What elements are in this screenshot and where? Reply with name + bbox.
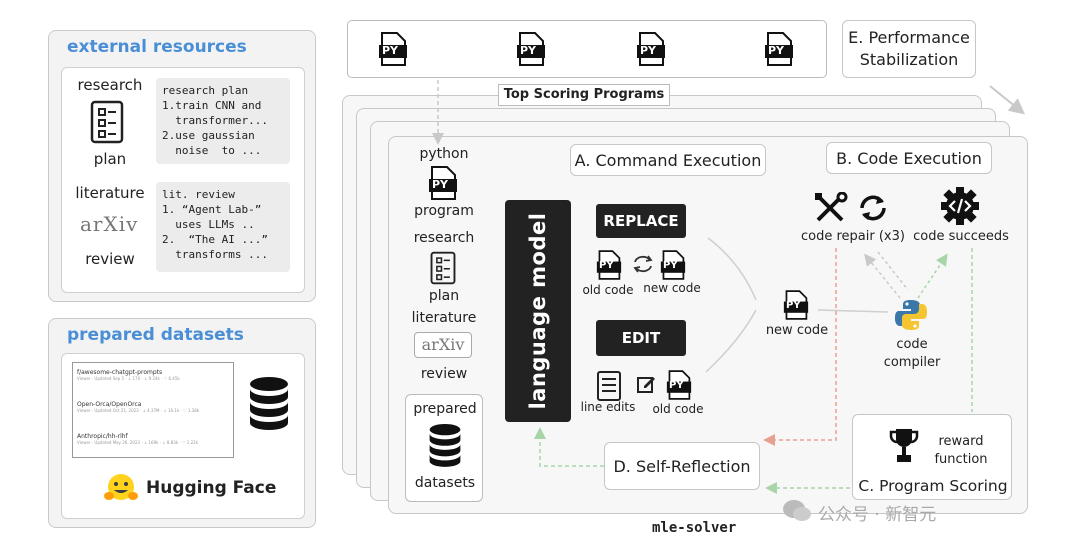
dataset-row[interactable]: Anthropic/hh-rlhf Viewer · Updated May 2…	[77, 433, 231, 445]
swap-arrows-icon	[633, 255, 653, 273]
old-code-label: old code	[652, 402, 704, 416]
dataset-row[interactable]: Open-Orca/OpenOrca Viewer · Updated Oct …	[77, 401, 231, 413]
hugging-face-logo-icon	[104, 474, 138, 500]
py-file-icon: PY	[516, 32, 546, 66]
code-succeeds-label: code succeeds	[913, 229, 1009, 244]
py-file-icon: PY	[764, 32, 794, 66]
research-label: research	[77, 76, 143, 94]
top-scoring-programs-box	[347, 20, 827, 78]
code-repair-label: code repair (x3)	[801, 229, 905, 244]
pencil-edit-icon	[637, 377, 655, 393]
old-code-file-icon: PY	[666, 370, 692, 400]
program-scoring-title: C. Program Scoring	[858, 477, 1008, 495]
prepared-datasets-title: prepared datasets	[67, 325, 244, 345]
old-code-file-icon: PY	[596, 250, 622, 280]
lit-review-code: lit. review 1. “Agent Lab-” uses LLMs ..…	[156, 182, 290, 272]
trophy-icon	[889, 429, 919, 462]
new-code-file-icon: PY	[660, 250, 686, 280]
command-execution-title-box: A. Command Execution	[570, 144, 766, 176]
input-review-label: review	[420, 366, 468, 382]
arxiv-logo: arXiv	[414, 332, 472, 358]
wechat-icon	[783, 500, 811, 521]
dataset-row-name: f/awesome-chatgpt-prompts	[77, 369, 163, 376]
external-resources-title: external resources	[67, 37, 247, 57]
line-edits-icon	[597, 371, 621, 401]
research-plan-icon	[430, 251, 456, 285]
prepared-datasets-input: prepared datasets	[405, 394, 483, 502]
dataset-row[interactable]: f/awesome-chatgpt-prompts Viewer · Updat…	[77, 369, 231, 381]
prepared-datasets-panel: prepared datasets f/awesome-chatgpt-prom…	[48, 318, 316, 528]
program-scoring-box: reward function C. Program Scoring	[852, 414, 1012, 500]
code-gear-icon	[941, 187, 979, 225]
language-model-block: language model	[505, 200, 571, 422]
database-icon	[250, 377, 288, 430]
command-execution-title: A. Command Execution	[574, 150, 762, 170]
external-resources-panel: external resources research plan researc…	[48, 30, 316, 302]
code-compiler-label: code compiler	[883, 337, 941, 370]
hugging-face-brand: Hugging Face	[146, 478, 277, 498]
py-file-icon: PY	[636, 32, 666, 66]
database-icon	[429, 423, 461, 467]
input-prepared-label: prepared	[413, 401, 477, 417]
review-label: review	[85, 250, 135, 268]
replace-command: REPLACE	[596, 204, 686, 238]
dataset-row-meta: Viewer · Updated Sep 5 · ↓ 170 · ↓ 9.24k…	[77, 376, 180, 381]
plan-label: plan	[93, 150, 127, 168]
arxiv-logo-text: arXiv	[80, 212, 139, 236]
dataset-row-meta: Viewer · Updated May 26, 2023 · ↓ 169k ·…	[77, 440, 199, 445]
new-code-label: new code	[643, 281, 701, 295]
self-reflection-label: D. Self-Reflection	[613, 456, 751, 476]
mle-solver-label: mle-solver	[652, 520, 737, 536]
external-resources-card: research plan research plan 1.train CNN …	[61, 67, 305, 293]
old-code-label: old code	[582, 283, 634, 297]
code-execution-title-box: B. Code Execution	[826, 142, 992, 174]
datasets-card: f/awesome-chatgpt-prompts Viewer · Updat…	[61, 353, 305, 519]
input-literature-label: literature	[411, 310, 477, 326]
new-code-label: new code	[765, 323, 829, 338]
arxiv-logo-text: arXiv	[421, 335, 465, 354]
code-execution-title: B. Code Execution	[836, 148, 982, 168]
arxiv-logo: arXiv	[80, 212, 144, 236]
wrench-tools-icon	[815, 192, 848, 222]
input-python-label: python	[419, 146, 469, 162]
research-plan-icon	[90, 100, 124, 144]
top-scoring-programs-label: Top Scoring Programs	[498, 84, 670, 106]
dataset-row-name: Anthropic/hh-rlhf	[77, 433, 128, 440]
dataset-list: f/awesome-chatgpt-prompts Viewer · Updat…	[72, 362, 234, 458]
performance-stabilization-box: E. Performance Stabilization	[842, 20, 976, 78]
input-plan-label: plan	[428, 288, 460, 304]
new-code-file-icon: PY	[783, 290, 809, 320]
python-program-icon: PY	[428, 166, 458, 200]
dataset-row-name: Open-Orca/OpenOrca	[77, 401, 142, 408]
dataset-row-meta: Viewer · Updated Oct 21, 2023 · ↓ 4.37M …	[77, 408, 200, 413]
refresh-icon	[860, 195, 886, 221]
py-file-icon: PY	[378, 32, 408, 66]
performance-stabilization-label: E. Performance Stabilization	[848, 28, 970, 69]
python-logo-icon	[895, 300, 927, 330]
line-edits-label: line edits	[580, 400, 636, 414]
literature-label: literature	[75, 184, 145, 202]
input-program-label: program	[414, 203, 474, 219]
research-plan-code: research plan 1.train CNN and transforme…	[156, 78, 290, 164]
edit-command: EDIT	[596, 320, 686, 356]
input-research-label: research	[413, 230, 475, 246]
watermark-text: 公众号 · 新智元	[818, 505, 937, 525]
self-reflection-box: D. Self-Reflection	[604, 442, 760, 490]
input-datasets-label: datasets	[414, 475, 476, 491]
reward-function-label: reward function	[934, 434, 988, 467]
